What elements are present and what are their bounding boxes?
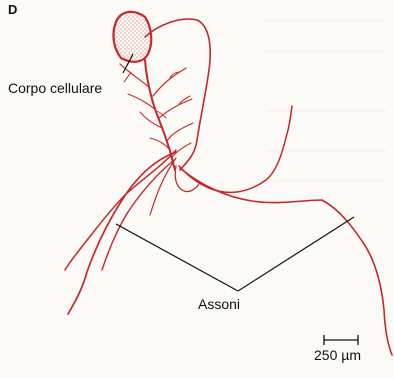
axon-pointer-left: [116, 224, 238, 291]
cell-body-label: Corpo cellulare: [8, 80, 102, 96]
axon-left-mid: [65, 150, 176, 270]
axon-pointer-right: [238, 217, 354, 291]
axon-right-long: [180, 168, 392, 355]
scale-bar: [324, 335, 358, 345]
background-bleed-line: [266, 150, 386, 152]
background-bleed-line: [266, 50, 386, 52]
background-bleed-line: [266, 180, 386, 182]
background-bleed-line: [266, 20, 386, 22]
scale-bar-label: 250 µm: [314, 347, 361, 363]
axons-label: Assoni: [198, 296, 240, 312]
panel-letter: D: [8, 2, 17, 17]
axon-left-long: [68, 152, 176, 314]
background-bleed-line: [266, 110, 386, 112]
